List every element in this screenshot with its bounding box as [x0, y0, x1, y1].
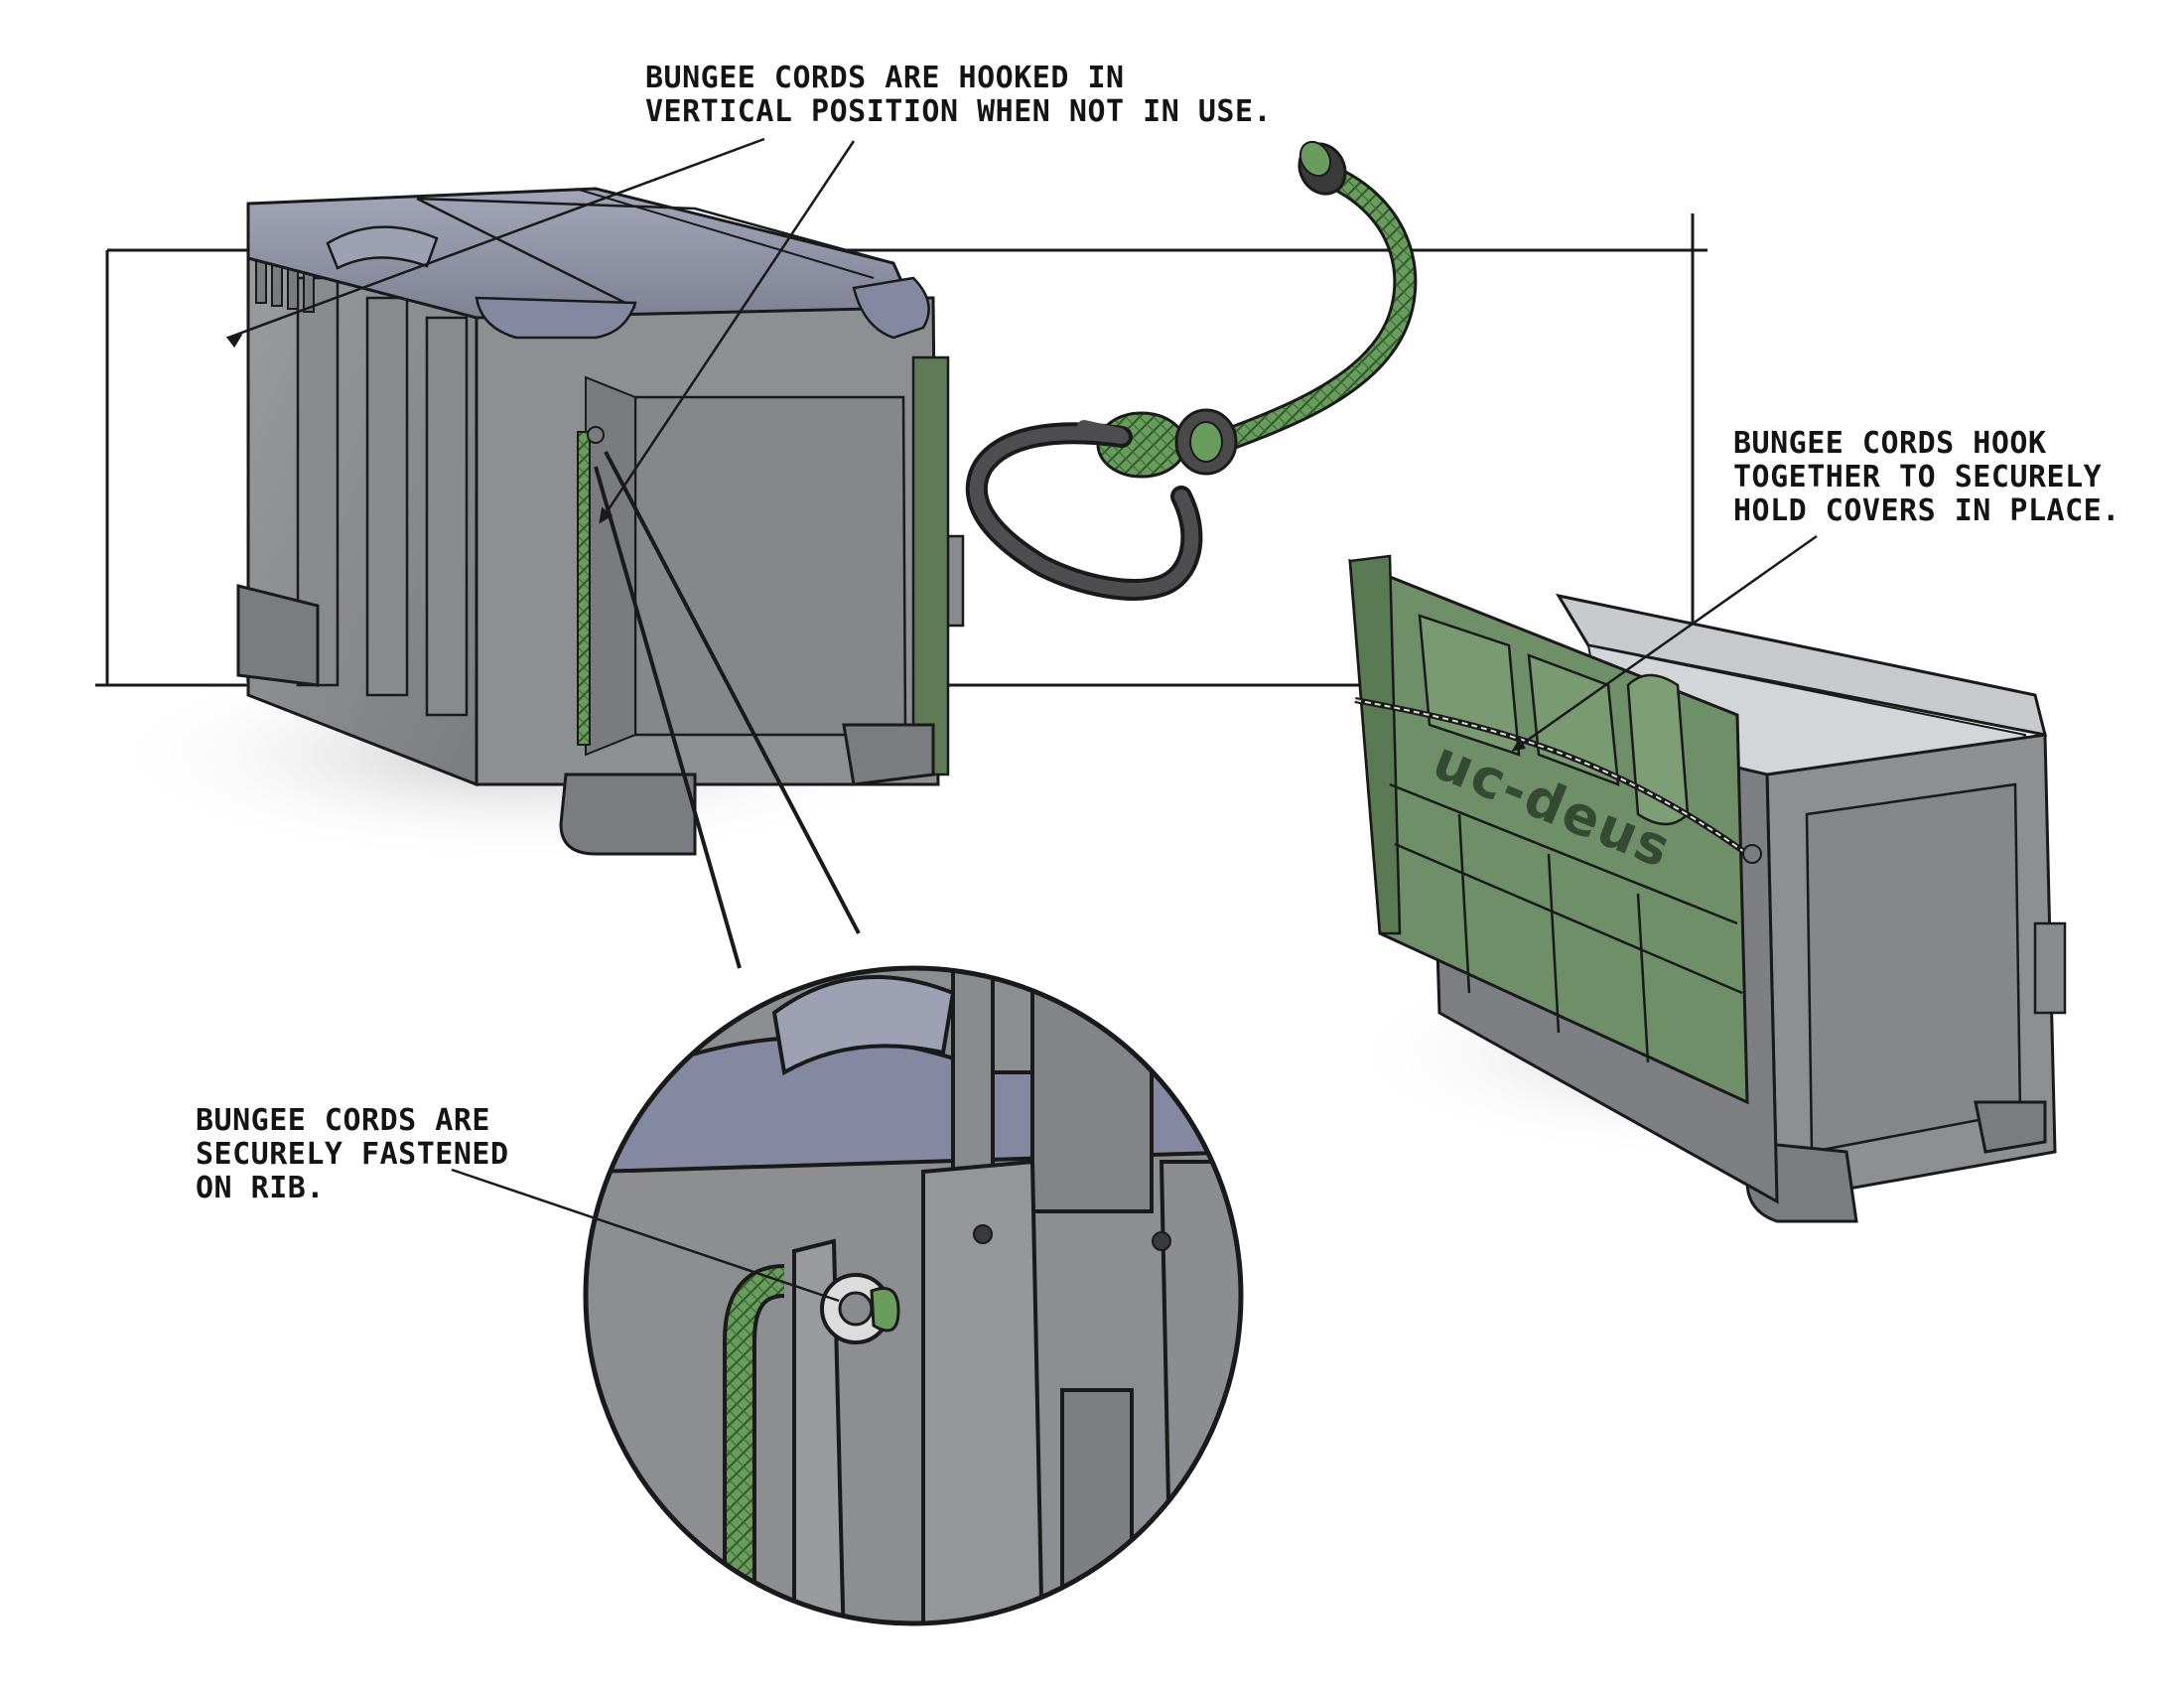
annotation-line: ON RIB.: [196, 1171, 325, 1205]
closed-box: [95, 187, 1707, 864]
stowed-bungee-cord: [577, 431, 591, 746]
annotation-vertical-hook: BUNGEE CORDS ARE HOOKED IN VERTICAL POSI…: [645, 62, 1272, 129]
annotation-line: BUNGEE CORDS HOOK: [1733, 426, 2047, 461]
annotation-hook-together: BUNGEE CORDS HOOK TOGETHER TO SECURELY H…: [1733, 427, 2120, 528]
annotation-line: BUNGEE CORDS ARE HOOKED IN: [645, 61, 1125, 95]
annotation-line: HOLD COVERS IN PLACE.: [1733, 493, 2120, 528]
annotation-line: SECURELY FASTENED: [196, 1137, 509, 1172]
leader-lines: [225, 137, 1818, 1303]
open-box: uc-deus: [1340, 554, 2095, 1223]
green-cover: uc-deus: [1348, 554, 1762, 1105]
annotation-fastened-rib: BUNGEE CORDS ARE SECURELY FASTENED ON RI…: [196, 1104, 509, 1205]
annotation-line: VERTICAL POSITION WHEN NOT IN USE.: [645, 94, 1273, 129]
annotation-line: BUNGEE CORDS ARE: [196, 1103, 490, 1138]
bungee-cord: [965, 140, 1418, 601]
annotation-line: TOGETHER TO SECURELY: [1733, 460, 2103, 494]
